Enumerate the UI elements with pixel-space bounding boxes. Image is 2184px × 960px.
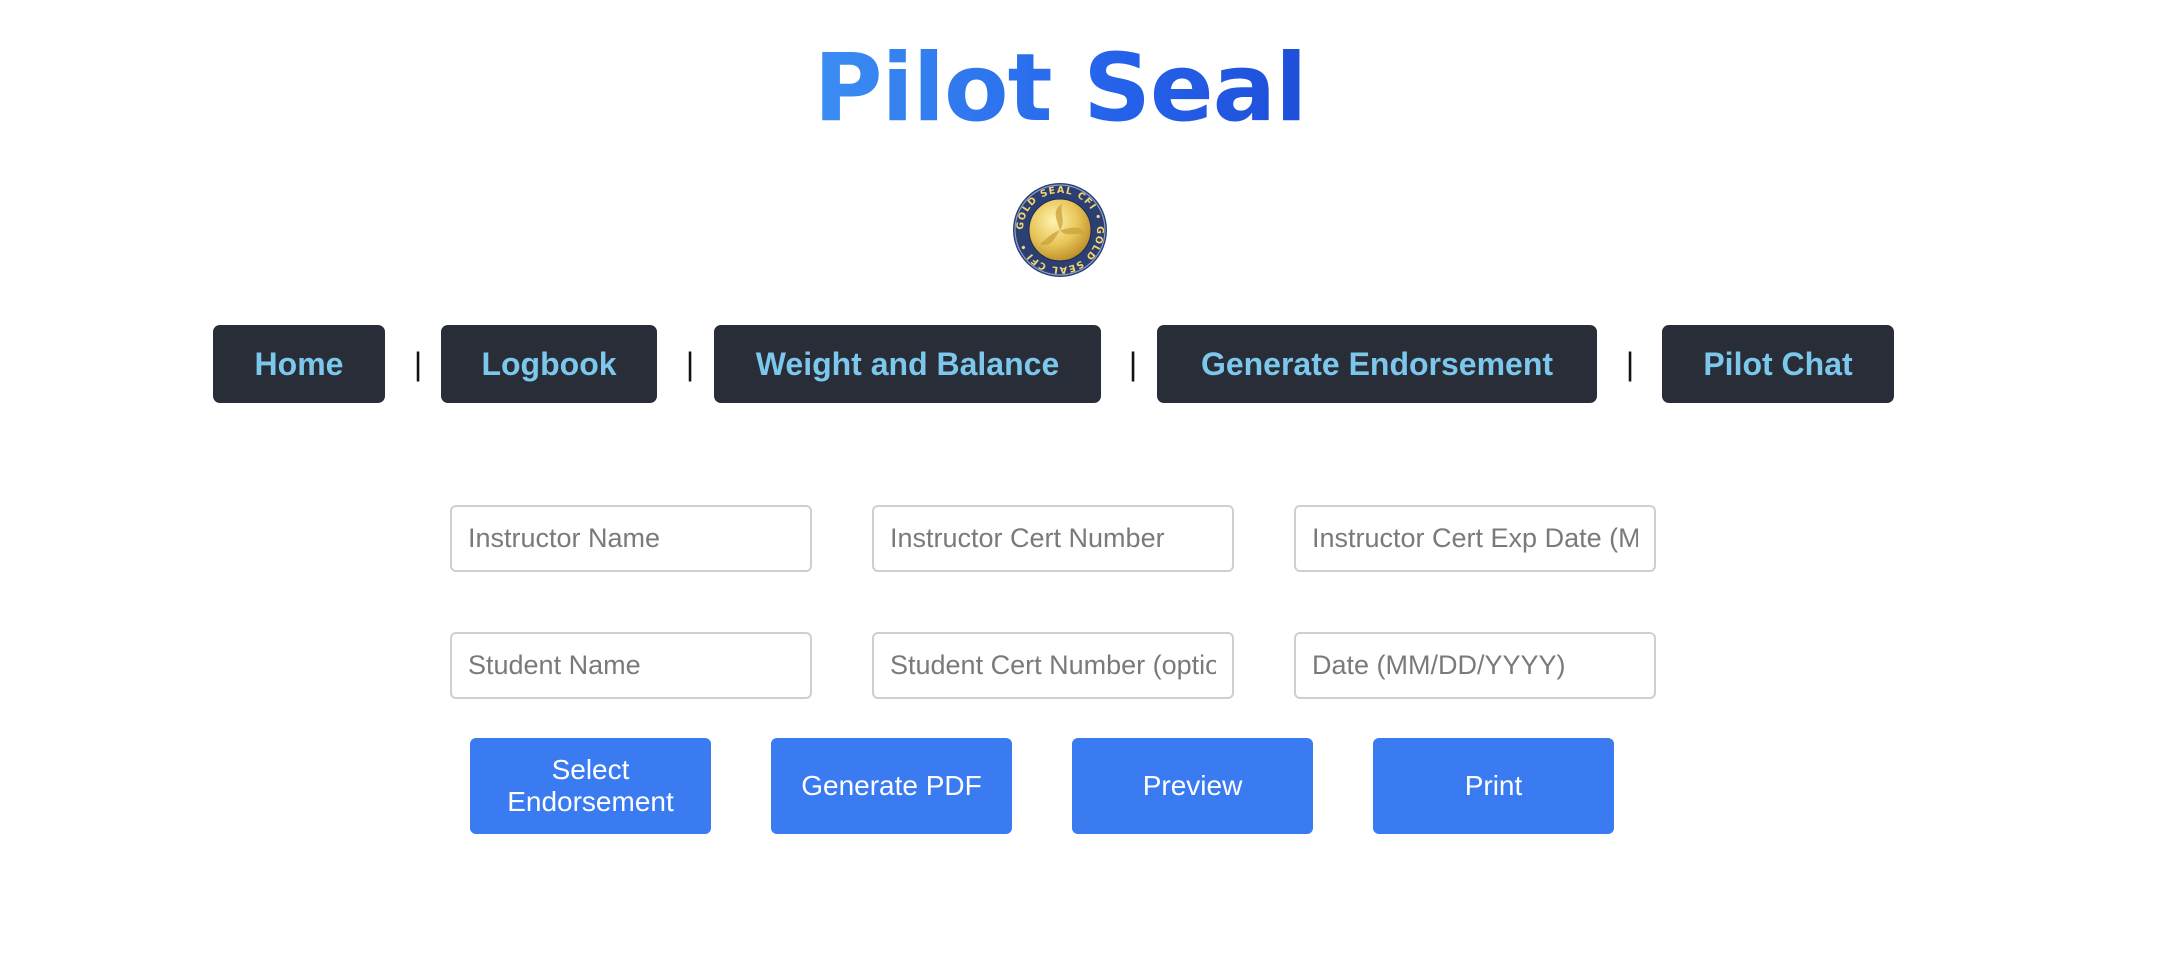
- nav-weight-balance-button[interactable]: Weight and Balance: [714, 325, 1101, 403]
- nav-separator: |: [1128, 345, 1138, 382]
- instructor-cert-exp-date-input[interactable]: [1294, 505, 1656, 572]
- preview-button[interactable]: Preview: [1072, 738, 1313, 834]
- date-input[interactable]: [1294, 632, 1656, 699]
- nav-logbook-button[interactable]: Logbook: [441, 325, 657, 403]
- nav-separator: |: [413, 345, 423, 382]
- select-endorsement-button[interactable]: Select Endorsement: [470, 738, 711, 834]
- gold-seal-cfi-icon: GOLD SEAL CFI • GOLD SEAL CFI •: [1013, 183, 1107, 277]
- nav-separator: |: [685, 345, 695, 382]
- student-name-input[interactable]: [450, 632, 812, 699]
- generate-pdf-button[interactable]: Generate PDF: [771, 738, 1012, 834]
- instructor-name-input[interactable]: [450, 505, 812, 572]
- instructor-cert-number-input[interactable]: [872, 505, 1234, 572]
- nav-pilot-chat-button[interactable]: Pilot Chat: [1662, 325, 1894, 403]
- nav-home-button[interactable]: Home: [213, 325, 385, 403]
- print-button[interactable]: Print: [1373, 738, 1614, 834]
- main-nav: Home | Logbook | Weight and Balance | Ge…: [0, 325, 2184, 403]
- student-cert-number-input[interactable]: [872, 632, 1234, 699]
- page-title: Pilot Seal: [813, 34, 1308, 143]
- nav-separator: |: [1625, 345, 1635, 382]
- nav-generate-endorsement-button[interactable]: Generate Endorsement: [1157, 325, 1597, 403]
